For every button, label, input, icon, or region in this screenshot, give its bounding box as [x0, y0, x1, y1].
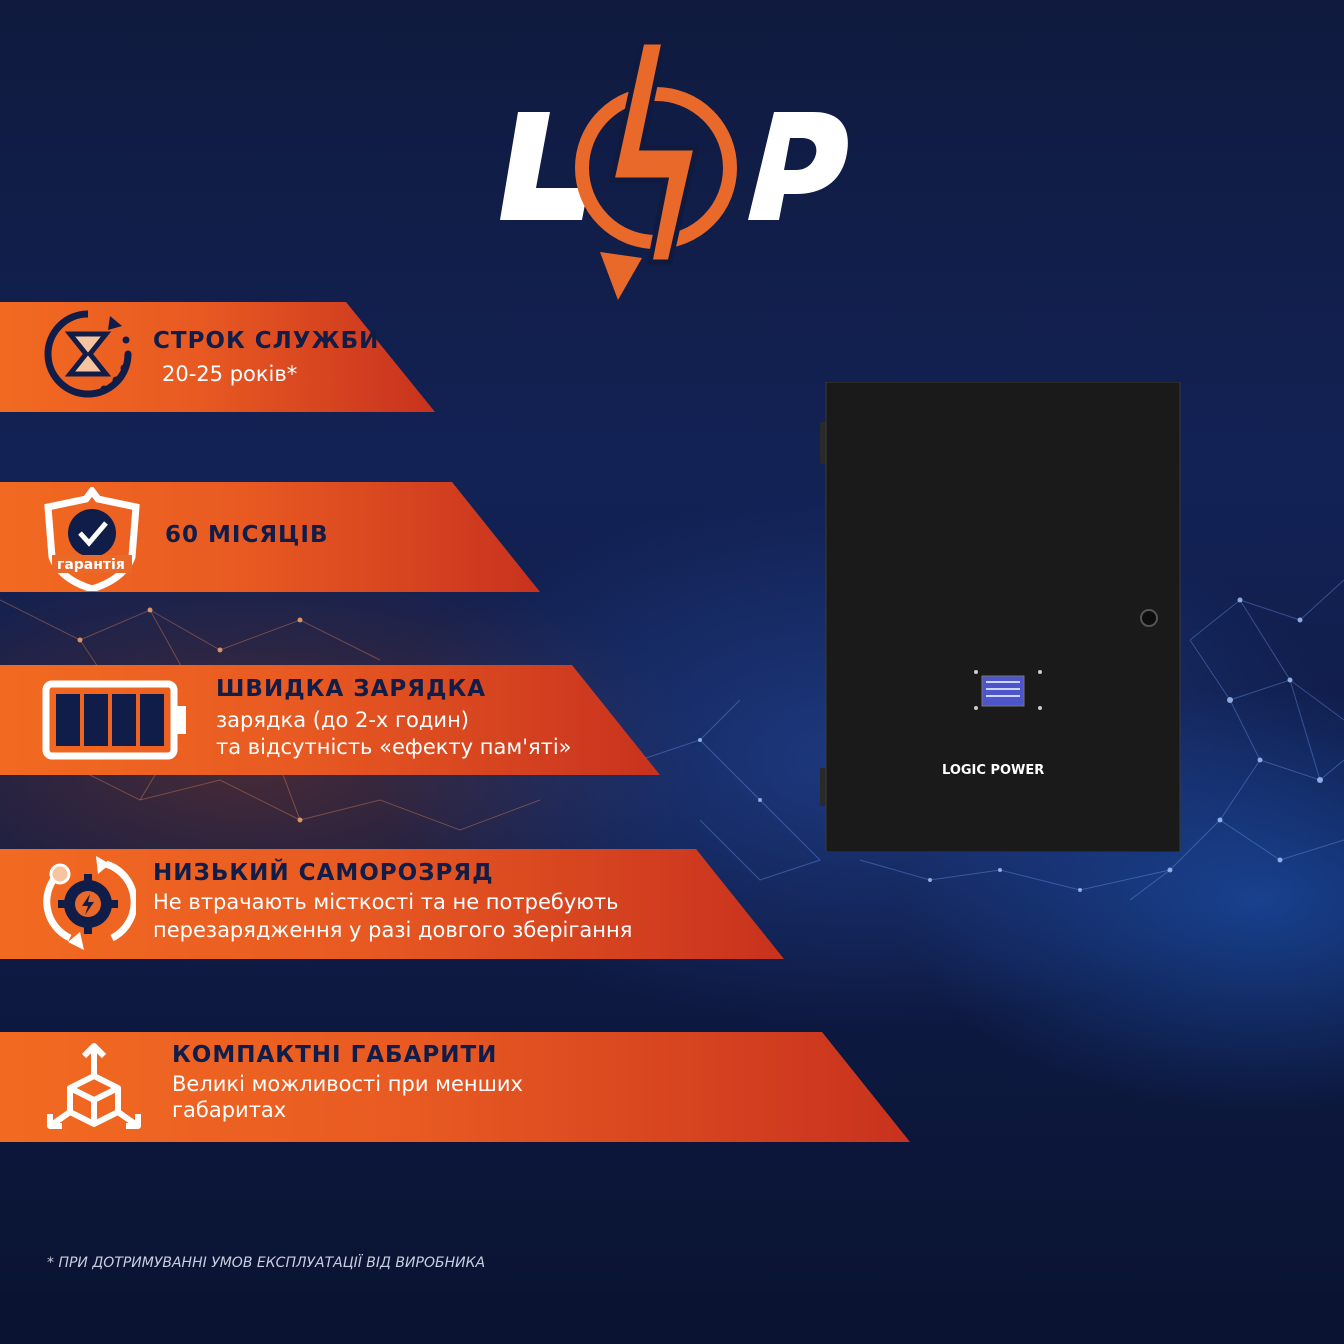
product-brand-label: LOGIC POWER [942, 763, 1045, 778]
feature-band-compact [0, 1032, 910, 1142]
gear-lightning-icon [43, 856, 136, 950]
battery-cabinet-image: LOGIC POWER [816, 381, 1182, 853]
feature-text-compact-2: габаритах [172, 1098, 287, 1122]
box-arrows-icon [47, 1043, 141, 1129]
feature-text-charging-1: зарядка (до 2-х годин) [216, 708, 469, 732]
feature-text-self-discharge-2: перезарядження у разі довгого зберігання [153, 918, 633, 942]
feature-title-self-discharge: НИЗЬКИЙ САМОРОЗРЯД [153, 860, 494, 886]
feature-text-self-discharge-1: Не втрачають місткості та не потребують [153, 890, 619, 914]
warranty-badge: гарантія [57, 557, 125, 573]
feature-title-charging: ШВИДКА ЗАРЯДКА [216, 676, 487, 702]
feature-text-charging-2: та відсутність «ефекту пам'яті» [216, 735, 572, 759]
battery-icon [42, 680, 186, 760]
hourglass-icon [44, 310, 132, 398]
feature-text-compact-1: Великі можливості при менших [172, 1072, 523, 1096]
feature-text-lifetime: 20-25 років* [162, 362, 298, 386]
feature-title-lifetime: СТРОК СЛУЖБИ [153, 328, 380, 354]
footnote: * ПРИ ДОТРИМУВАННІ УМОВ ЕКСПЛУАТАЦІЇ ВІД… [47, 1255, 486, 1271]
brand-logo [500, 39, 848, 300]
feature-title-warranty: 60 МІСЯЦІВ [165, 522, 329, 548]
shield-check-icon [44, 487, 140, 591]
feature-title-compact: КОМПАКТНІ ГАБАРИТИ [172, 1042, 498, 1068]
